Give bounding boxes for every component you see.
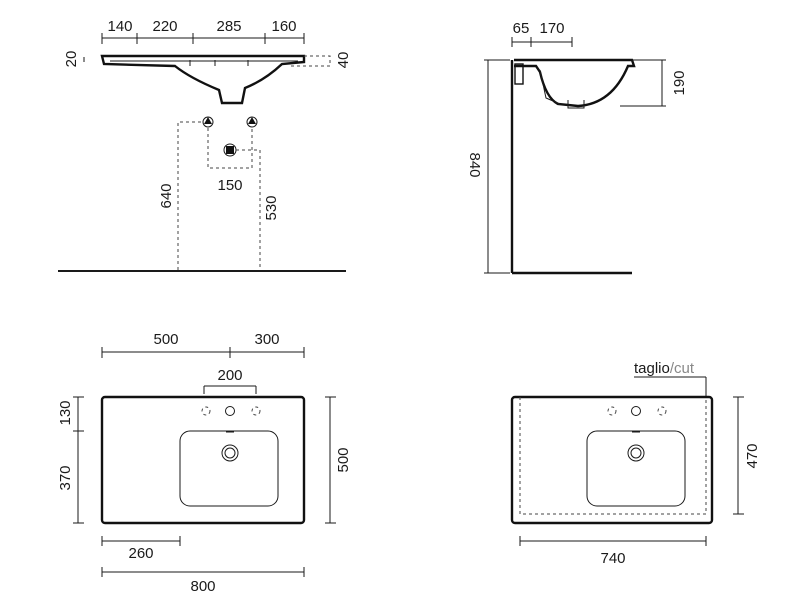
front-rim-dash	[290, 55, 331, 67]
cut-hole-right	[657, 406, 667, 416]
cut-width-740: 740	[600, 550, 625, 567]
plan-dim-500: 500	[153, 331, 178, 348]
front-dim-140: 140	[107, 18, 132, 35]
cut-label: taglio/cut	[634, 360, 695, 377]
side-height-840: 840	[466, 152, 483, 177]
plan-hole-spacing-200: 200	[217, 367, 242, 384]
plan-dim-370: 370	[57, 465, 74, 490]
plan-hole-right	[251, 406, 261, 416]
plan-dim-300: 300	[254, 331, 279, 348]
side-basin-outline	[514, 58, 636, 108]
side-bracket	[514, 63, 524, 85]
cut-view: taglio/cut 470 740	[510, 360, 761, 567]
plan-bowl-outline	[179, 430, 279, 507]
cut-label-it: taglio	[634, 360, 670, 377]
front-height-530: 530	[263, 195, 280, 220]
front-dim-220: 220	[152, 18, 177, 35]
front-rim-40: 40	[335, 52, 352, 69]
cut-bowl-outline	[586, 430, 686, 507]
plan-drain-inner	[224, 447, 236, 459]
front-dim-285: 285	[216, 18, 241, 35]
front-rim-20: 20	[63, 51, 80, 68]
supply-left-ring	[202, 116, 214, 128]
cut-hole-left	[607, 406, 617, 416]
cut-drain-inner	[630, 447, 642, 459]
side-dim-170: 170	[539, 20, 564, 37]
cut-drain-outer	[627, 444, 645, 462]
plan-slab-outline	[100, 395, 306, 525]
leader-530	[236, 149, 261, 270]
side-drain	[567, 100, 585, 109]
front-view: 140 220 285 160 20 40 150 640 530	[58, 18, 352, 272]
cut-depth-470: 470	[744, 443, 761, 468]
front-dim-160: 160	[271, 18, 296, 35]
front-basin-outline	[100, 54, 306, 105]
plan-dim-130: 130	[57, 400, 74, 425]
plan-depth-500: 500	[335, 447, 352, 472]
plan-offset-260: 260	[128, 545, 153, 562]
cut-label-sep: /	[670, 360, 675, 377]
drain-icon	[226, 146, 234, 154]
side-basin-inner	[539, 69, 561, 105]
cut-slab-outline	[510, 395, 714, 525]
front-tap-spacing-150: 150	[217, 177, 242, 194]
supply-left-icon	[204, 117, 212, 124]
plan-hole-center	[225, 406, 235, 416]
leader-150	[207, 128, 253, 169]
side-view: 65 170 190 840	[466, 20, 688, 275]
cut-label-en: cut	[674, 360, 695, 377]
supply-right-ring	[246, 116, 258, 128]
supply-right-icon	[248, 117, 256, 124]
side-depth-190: 190	[671, 70, 688, 95]
front-height-640: 640	[158, 183, 175, 208]
cut-line-dashed	[519, 397, 707, 515]
side-dim-65: 65	[513, 20, 530, 37]
plan-view: 500 300 200 130 370 500 260	[57, 331, 352, 595]
plan-hole-left	[201, 406, 211, 416]
leader-640	[177, 121, 202, 270]
plan-width-800: 800	[190, 578, 215, 595]
cut-hole-center	[631, 406, 641, 416]
plan-drain-outer	[221, 444, 239, 462]
